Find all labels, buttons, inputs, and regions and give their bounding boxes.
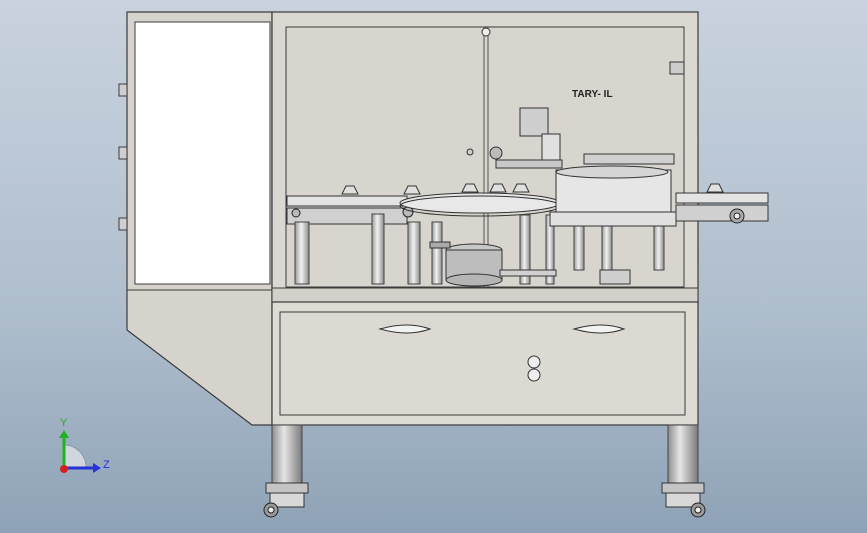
machine-nameplate: TARY- IL — [572, 89, 613, 100]
z-axis-label: Z — [103, 459, 110, 471]
y-axis-label: Y — [60, 417, 68, 429]
capping-head — [489, 107, 563, 169]
orientation-triad[interactable]: Y Z — [59, 417, 110, 473]
cap-turret — [549, 153, 677, 285]
support-columns — [294, 213, 665, 285]
rotary-table — [399, 192, 561, 217]
cabinet-window — [134, 21, 271, 285]
hinge-top — [118, 83, 128, 97]
lower-compartment — [271, 301, 699, 426]
indicator-light-top — [527, 355, 541, 369]
indicator-light-bottom — [527, 368, 541, 382]
leg-left — [263, 424, 309, 518]
leg-right — [661, 424, 706, 518]
z-axis-arrowhead — [93, 463, 101, 473]
door-latch — [118, 146, 128, 160]
hinge-bottom — [118, 217, 128, 231]
spinner-unit — [429, 241, 557, 287]
drawer-handle-right — [572, 324, 626, 334]
y-axis-arrowhead — [59, 430, 69, 438]
drawer-handle-left — [378, 324, 432, 334]
left-cabinet — [118, 11, 273, 426]
bottles — [341, 183, 724, 195]
x-axis-origin-dot — [60, 465, 68, 473]
